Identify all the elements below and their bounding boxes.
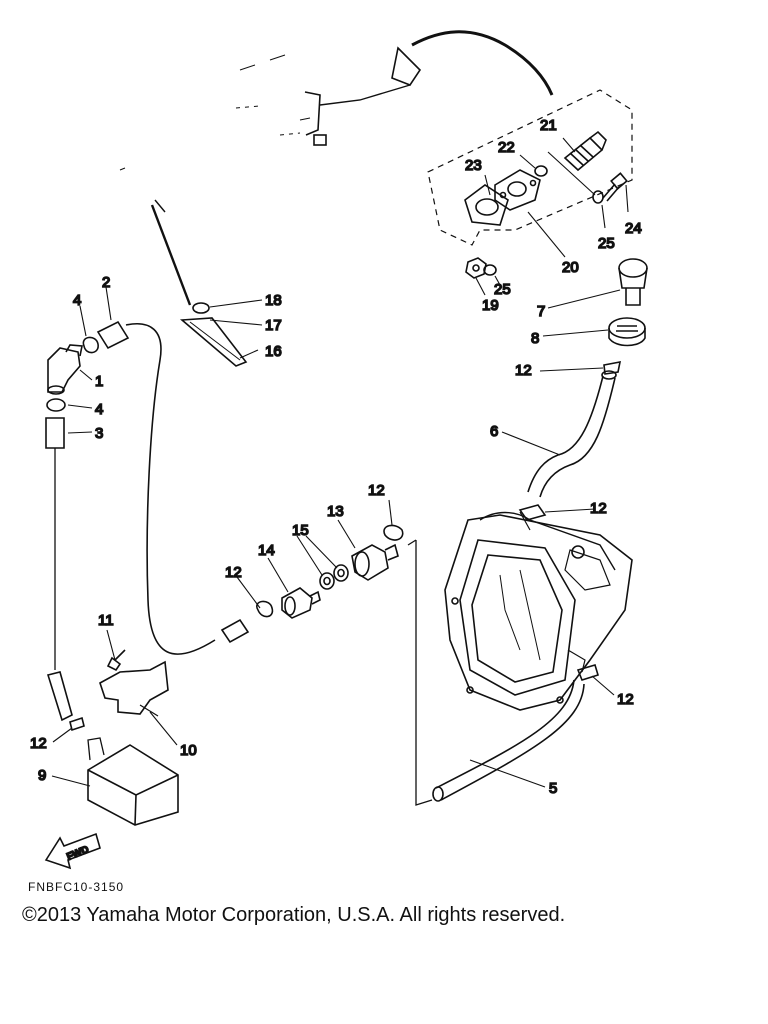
callout-12-e: 12 [617,691,634,708]
callout-7: 7 [537,303,545,320]
parts-16-18-assembly [150,199,248,367]
callout-4-lower: 4 [95,401,103,418]
callout-22: 22 [498,139,515,156]
callout-24: 24 [625,220,642,237]
drawing-code: FNBFC10-3150 [28,880,125,894]
bleed-hose [125,323,216,655]
part-5-pipe [407,539,585,806]
callout-12-a: 12 [515,362,532,379]
enclosure-box [427,89,633,246]
part-22-plug [534,165,548,177]
fwd-arrow: FWD [44,832,101,870]
part-15-washers [319,564,349,590]
callout-labels: 1 2 3 4 4 5 6 7 8 9 10 11 12 12 12 12 12… [29,116,642,798]
copyright-notice: ©2013 Yamaha Motor Corporation, U.S.A. A… [22,904,566,926]
part-8-nut [608,317,646,347]
callout-13: 13 [327,503,344,520]
callout-2: 2 [102,274,110,291]
part-4-clamps [46,336,99,412]
part-25-washer-upper [592,190,604,204]
callout-15: 15 [292,522,309,539]
lower-hose [46,671,73,722]
fwd-label: FWD [65,844,90,863]
part-23-gasket [464,184,509,226]
part-3-hose [45,417,65,670]
callout-3: 3 [95,425,103,442]
part-7-fitting [618,258,648,306]
callout-6: 6 [490,423,498,440]
part-21-valve [563,130,607,172]
part-10-bracket [99,660,169,717]
callout-21: 21 [540,117,557,134]
part-20-flange [494,169,541,211]
callout-1: 1 [95,373,103,390]
part-12-clamps [69,360,622,732]
part-6-hose [527,370,617,498]
callout-23: 23 [465,157,482,174]
callout-18: 18 [265,292,282,309]
callout-14: 14 [258,542,275,559]
callout-19: 19 [482,297,499,314]
callout-12-d: 12 [225,564,242,581]
callout-12-f: 12 [30,735,47,752]
cable-linkage [119,30,554,171]
callout-12-b: 12 [590,500,607,517]
callout-25-lower: 25 [494,281,511,298]
callout-17: 17 [265,317,282,334]
callout-12-c: 12 [368,482,385,499]
part-24-bolt [602,172,628,202]
part-11-screw [106,649,126,672]
callout-10: 10 [180,742,197,759]
part-14-valve [281,587,321,619]
part-2-hose [96,320,130,350]
part-19-nut [465,257,487,279]
jet-pump-housing [444,511,633,711]
callout-9: 9 [38,767,46,784]
hose-segment [220,618,250,644]
callout-16: 16 [265,343,282,360]
callout-20: 20 [562,259,579,276]
callout-4-upper: 4 [73,292,81,309]
callout-8: 8 [531,330,539,347]
callout-5: 5 [549,780,557,797]
callout-25-upper: 25 [598,235,615,252]
part-1-elbow [47,344,83,395]
part-9-box [87,737,179,826]
part-13-fitting [351,543,399,581]
callout-11: 11 [98,612,114,629]
leader-lines [51,137,629,788]
